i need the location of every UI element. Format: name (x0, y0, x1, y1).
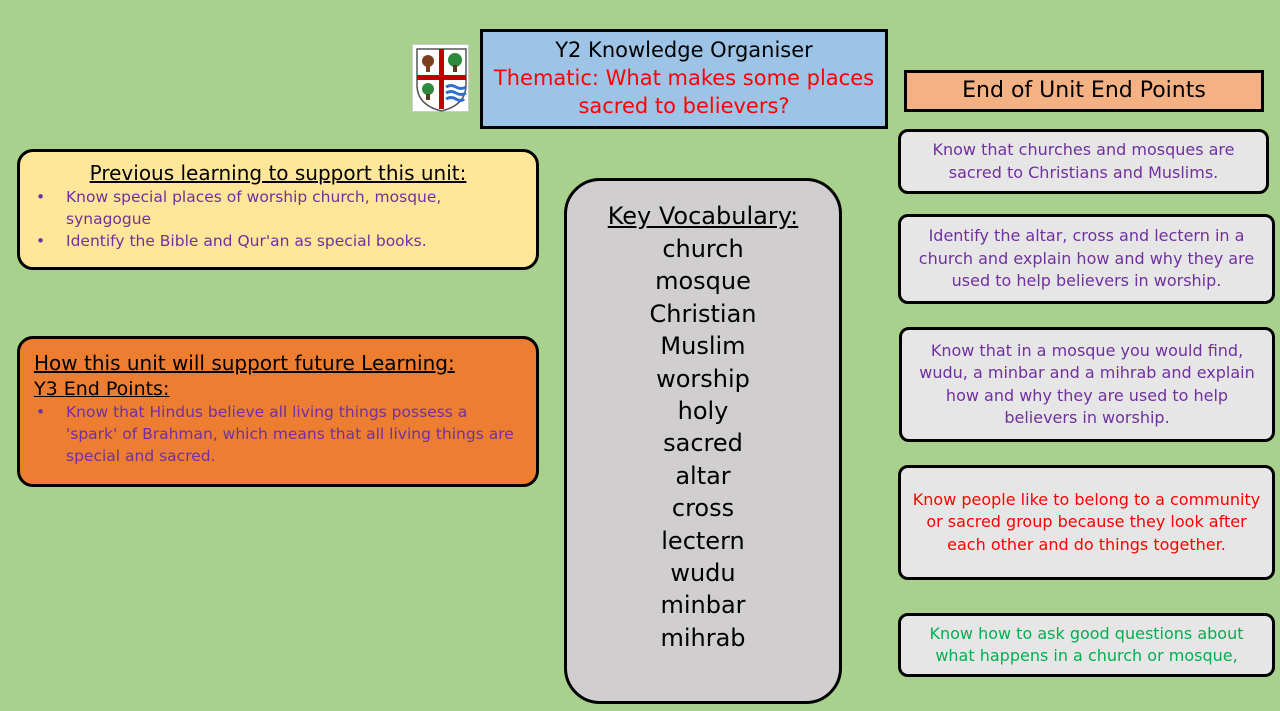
end-point-card: Know that churches and mosques are sacre… (898, 129, 1269, 194)
vocabulary-word: wudu (670, 559, 736, 588)
future-learning-heading: How this unit will support future Learni… (34, 351, 455, 375)
title-panel: Y2 Knowledge Organiser Thematic: What ma… (480, 29, 888, 129)
list-item: Identify the Bible and Qur'an as special… (34, 230, 522, 252)
end-point-text: Know people like to belong to a communit… (912, 489, 1261, 554)
list-item: Know that Hindus believe all living thin… (34, 401, 522, 467)
vocabulary-word: sacred (663, 429, 743, 458)
key-vocabulary-panel: Key Vocabulary: church mosque Christian … (564, 178, 842, 704)
page-title: Y2 Knowledge Organiser (555, 38, 813, 62)
vocabulary-word: church (662, 235, 744, 263)
vocabulary-word: worship (656, 364, 750, 393)
future-learning-list: Know that Hindus believe all living thin… (34, 401, 522, 467)
end-point-card: Know that in a mosque you would find, wu… (899, 327, 1275, 442)
end-point-text: Know how to ask good questions about wha… (929, 623, 1244, 666)
vocabulary-word: Muslim (660, 332, 746, 361)
key-vocabulary-heading: Key Vocabulary: (607, 202, 799, 230)
end-point-card: Know how to ask good questions about wha… (898, 613, 1275, 677)
vocabulary-word: mihrab (660, 623, 746, 652)
previous-learning-heading: Previous learning to support this unit: (89, 161, 467, 185)
vocabulary-word: mosque (655, 267, 751, 296)
previous-learning-panel: Previous learning to support this unit: … (17, 149, 539, 270)
end-point-card: Know people like to belong to a communit… (898, 465, 1275, 580)
vocabulary-list: church mosque Christian Muslim worship h… (567, 233, 839, 654)
vocabulary-word: lectern (661, 526, 745, 555)
end-point-text: Know that churches and mosques are sacre… (932, 140, 1235, 182)
school-crest-icon (412, 44, 469, 112)
page-subtitle: Thematic: What makes some places sacred … (493, 66, 875, 118)
vocabulary-word: cross (671, 494, 735, 523)
vocabulary-word: minbar (660, 591, 746, 620)
previous-learning-list: Know special places of worship church, m… (34, 186, 522, 252)
vocabulary-word: holy (677, 397, 729, 426)
future-learning-subheading: Y3 End Points: (34, 378, 170, 400)
end-point-text: Know that in a mosque you would find, wu… (919, 340, 1255, 428)
vocabulary-word: altar (675, 461, 731, 490)
end-point-card: Identify the altar, cross and lectern in… (898, 214, 1275, 304)
end-point-text: Identify the altar, cross and lectern in… (918, 226, 1255, 291)
list-item: Know special places of worship church, m… (34, 186, 522, 230)
end-points-heading: End of Unit End Points (904, 70, 1264, 112)
vocabulary-word: Christian (649, 299, 757, 328)
future-learning-panel: How this unit will support future Learni… (17, 336, 539, 487)
